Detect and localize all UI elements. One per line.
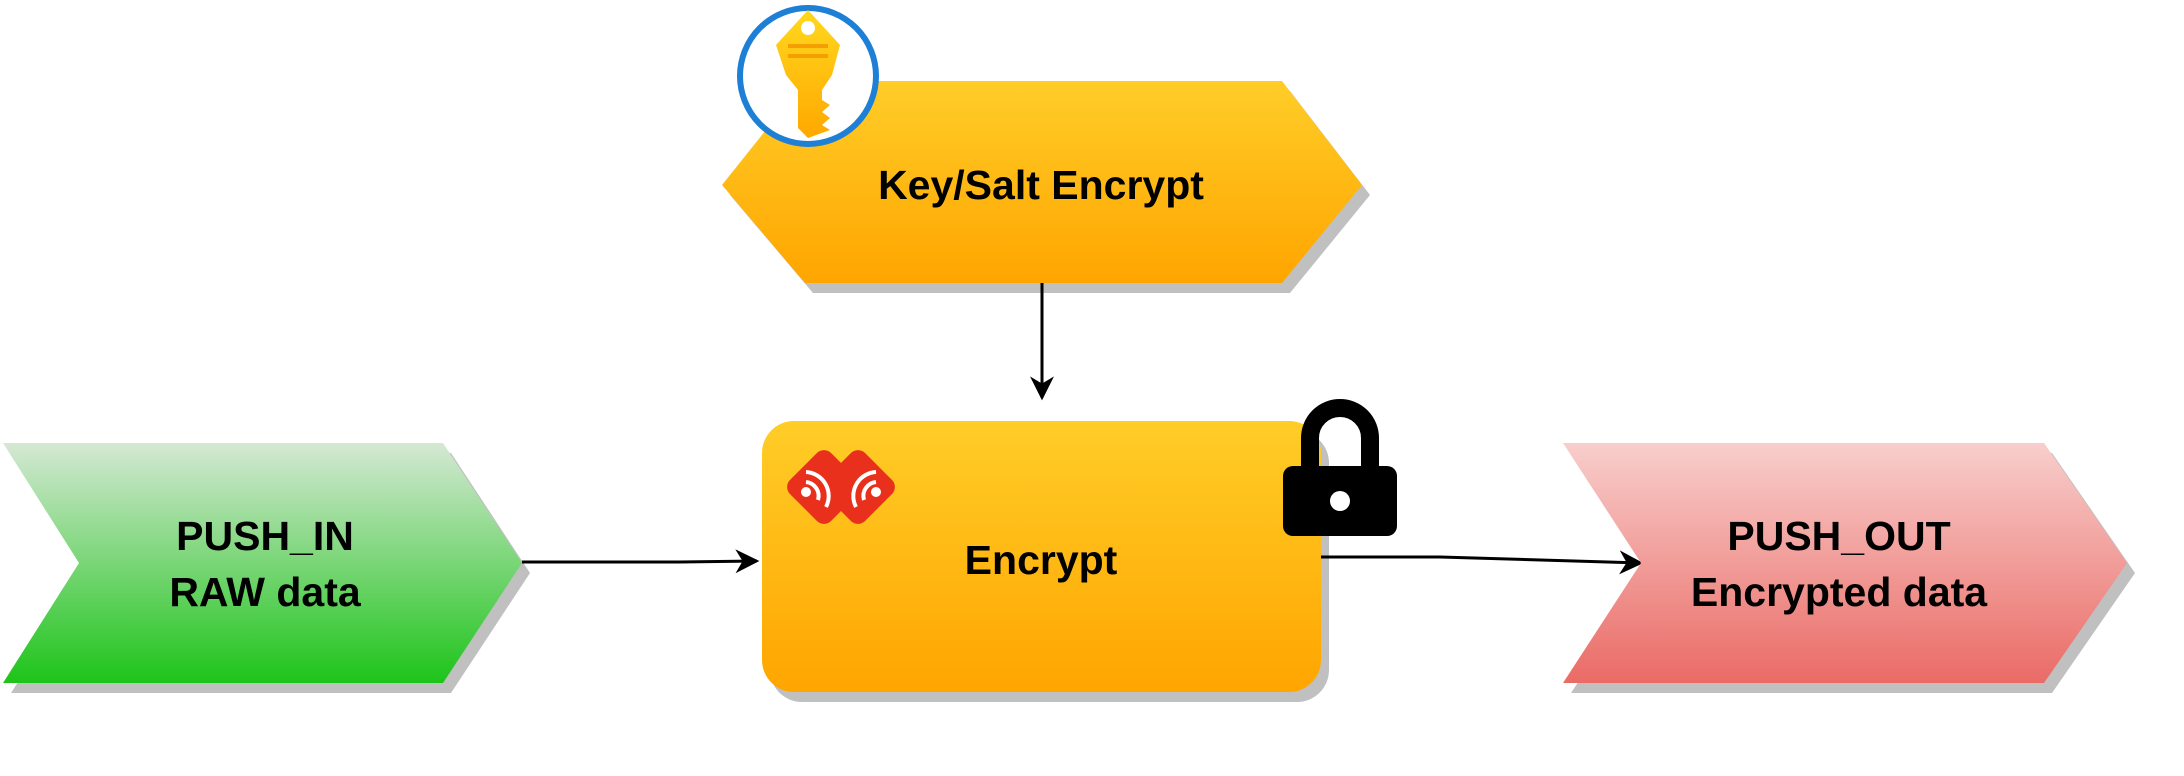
push-out-label: PUSH_OUT [1727, 513, 1950, 559]
push-out-sublabel: Encrypted data [1691, 569, 1988, 615]
edge-encrypt-to-push-out [1321, 550, 1644, 575]
push-out-node[interactable]: PUSH_OUT Encrypted data [1563, 443, 2135, 693]
push-in-node[interactable]: PUSH_IN RAW data [3, 443, 530, 693]
padlock-icon [1283, 399, 1397, 536]
key-salt-encrypt-node[interactable]: Key/Salt Encrypt [722, 81, 1370, 293]
push-in-sublabel: RAW data [169, 569, 362, 615]
edge-push-in-to-encrypt [522, 549, 760, 574]
encrypt-label: Encrypt [965, 537, 1118, 583]
key-salt-encrypt-label: Key/Salt Encrypt [878, 162, 1204, 208]
key-icon [737, 5, 879, 147]
espressif-logo-icon [787, 450, 895, 524]
push-in-label: PUSH_IN [176, 513, 354, 559]
encrypt-node[interactable]: Encrypt [762, 421, 1329, 702]
